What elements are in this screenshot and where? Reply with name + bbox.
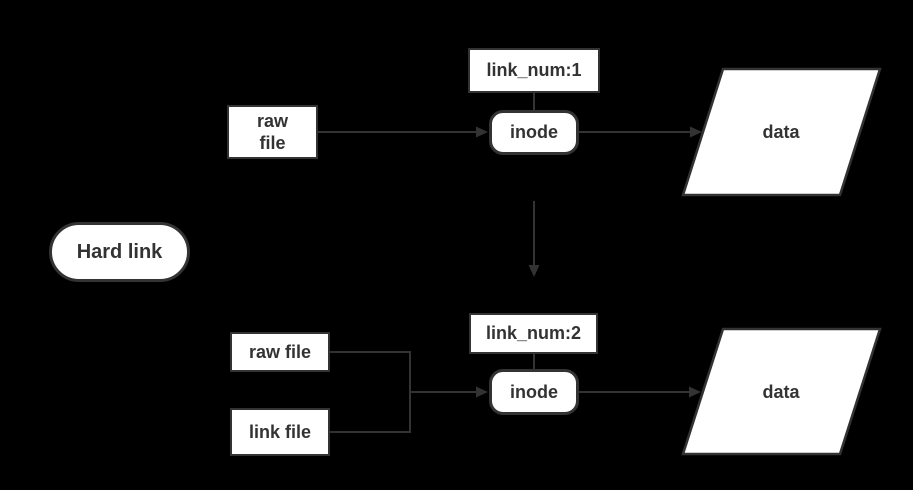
node-link-file: link file bbox=[230, 408, 330, 456]
node-raw-file-top: raw file bbox=[227, 105, 318, 159]
edge-files-bus bbox=[330, 351, 411, 433]
arrowhead-inode-data-bottom bbox=[689, 386, 701, 398]
data-parallelogram-bottom bbox=[681, 327, 882, 456]
data-parallelogram-top bbox=[681, 67, 882, 197]
arrowhead-top-to-bottom bbox=[528, 265, 540, 277]
node-raw-file-bottom: raw file bbox=[230, 332, 330, 372]
arrowhead-inode-data-top bbox=[690, 126, 702, 138]
node-link-num-1: link_num:1 bbox=[468, 48, 600, 93]
arrowhead-rawfile-inode-top bbox=[476, 126, 488, 138]
node-inode-bottom: inode bbox=[489, 369, 579, 415]
node-inode-top: inode bbox=[489, 110, 579, 155]
node-link-num-2: link_num:2 bbox=[469, 313, 598, 354]
node-hard-link-legend: Hard link bbox=[49, 222, 190, 282]
arrowhead-bus-inode-bottom bbox=[476, 386, 488, 398]
